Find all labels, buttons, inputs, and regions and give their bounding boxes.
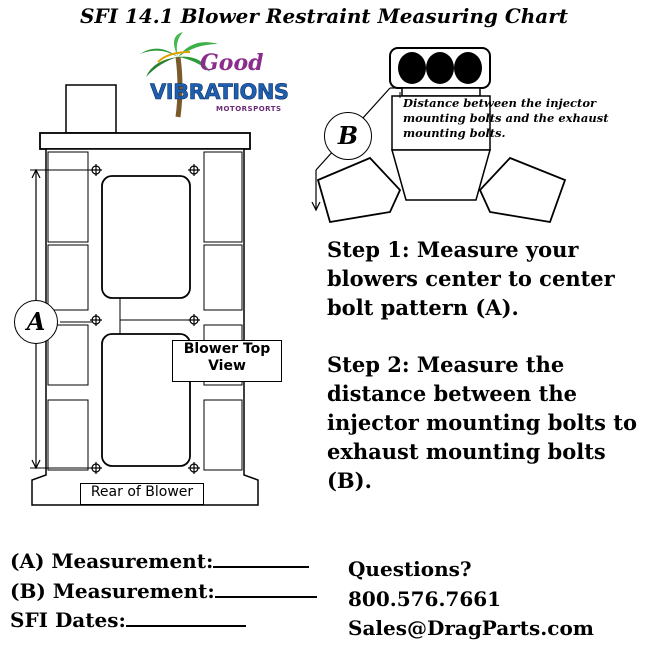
sfi-dates-blank[interactable] <box>125 605 246 627</box>
step-1-text: Step 1: Measure your blowers center to c… <box>327 237 615 320</box>
page-title: SFI 14.1 Blower Restraint Measuring Char… <box>79 4 569 28</box>
step-2-text: Step 2: Measure the distance between the… <box>327 352 637 493</box>
logo-good-text: Good <box>200 50 264 76</box>
measurement-a-label: (A) Measurement: <box>10 549 214 573</box>
rear-of-blower-label: Rear of Blower <box>80 483 204 505</box>
marker-a: A <box>14 300 58 344</box>
phone-number: 800.576.7661 <box>348 587 502 611</box>
blower-top-view-label: Blower Top View <box>172 340 282 382</box>
sfi-dates-field: SFI Dates: <box>10 605 246 633</box>
logo-vibrations-text: VIBRATIONS <box>150 80 290 105</box>
measurement-b-note: Distance between the injector mounting b… <box>403 96 609 140</box>
sfi-dates-label: SFI Dates: <box>10 608 126 632</box>
measurement-b-blank[interactable] <box>214 576 317 598</box>
good-vibrations-logo: Good VIBRATIONS MOTORSPORTS <box>138 32 290 122</box>
measurement-a-field: (A) Measurement: <box>10 546 310 574</box>
top-view-label-line2: View <box>208 358 246 374</box>
marker-b: B <box>324 112 372 160</box>
email-address: Sales@DragParts.com <box>348 616 594 640</box>
palm-tree-icon <box>140 32 218 118</box>
top-view-label-line1: Blower Top <box>183 341 271 357</box>
measurement-a-blank[interactable] <box>213 546 310 568</box>
measurement-b-field: (B) Measurement: <box>10 576 317 604</box>
blower-top-view-diagram <box>30 84 259 506</box>
measurement-b-label: (B) Measurement: <box>10 579 215 603</box>
logo-motorsports-text: MOTORSPORTS <box>216 105 282 113</box>
blower-side-view-diagram <box>311 47 567 224</box>
questions-text: Questions? <box>348 557 472 581</box>
